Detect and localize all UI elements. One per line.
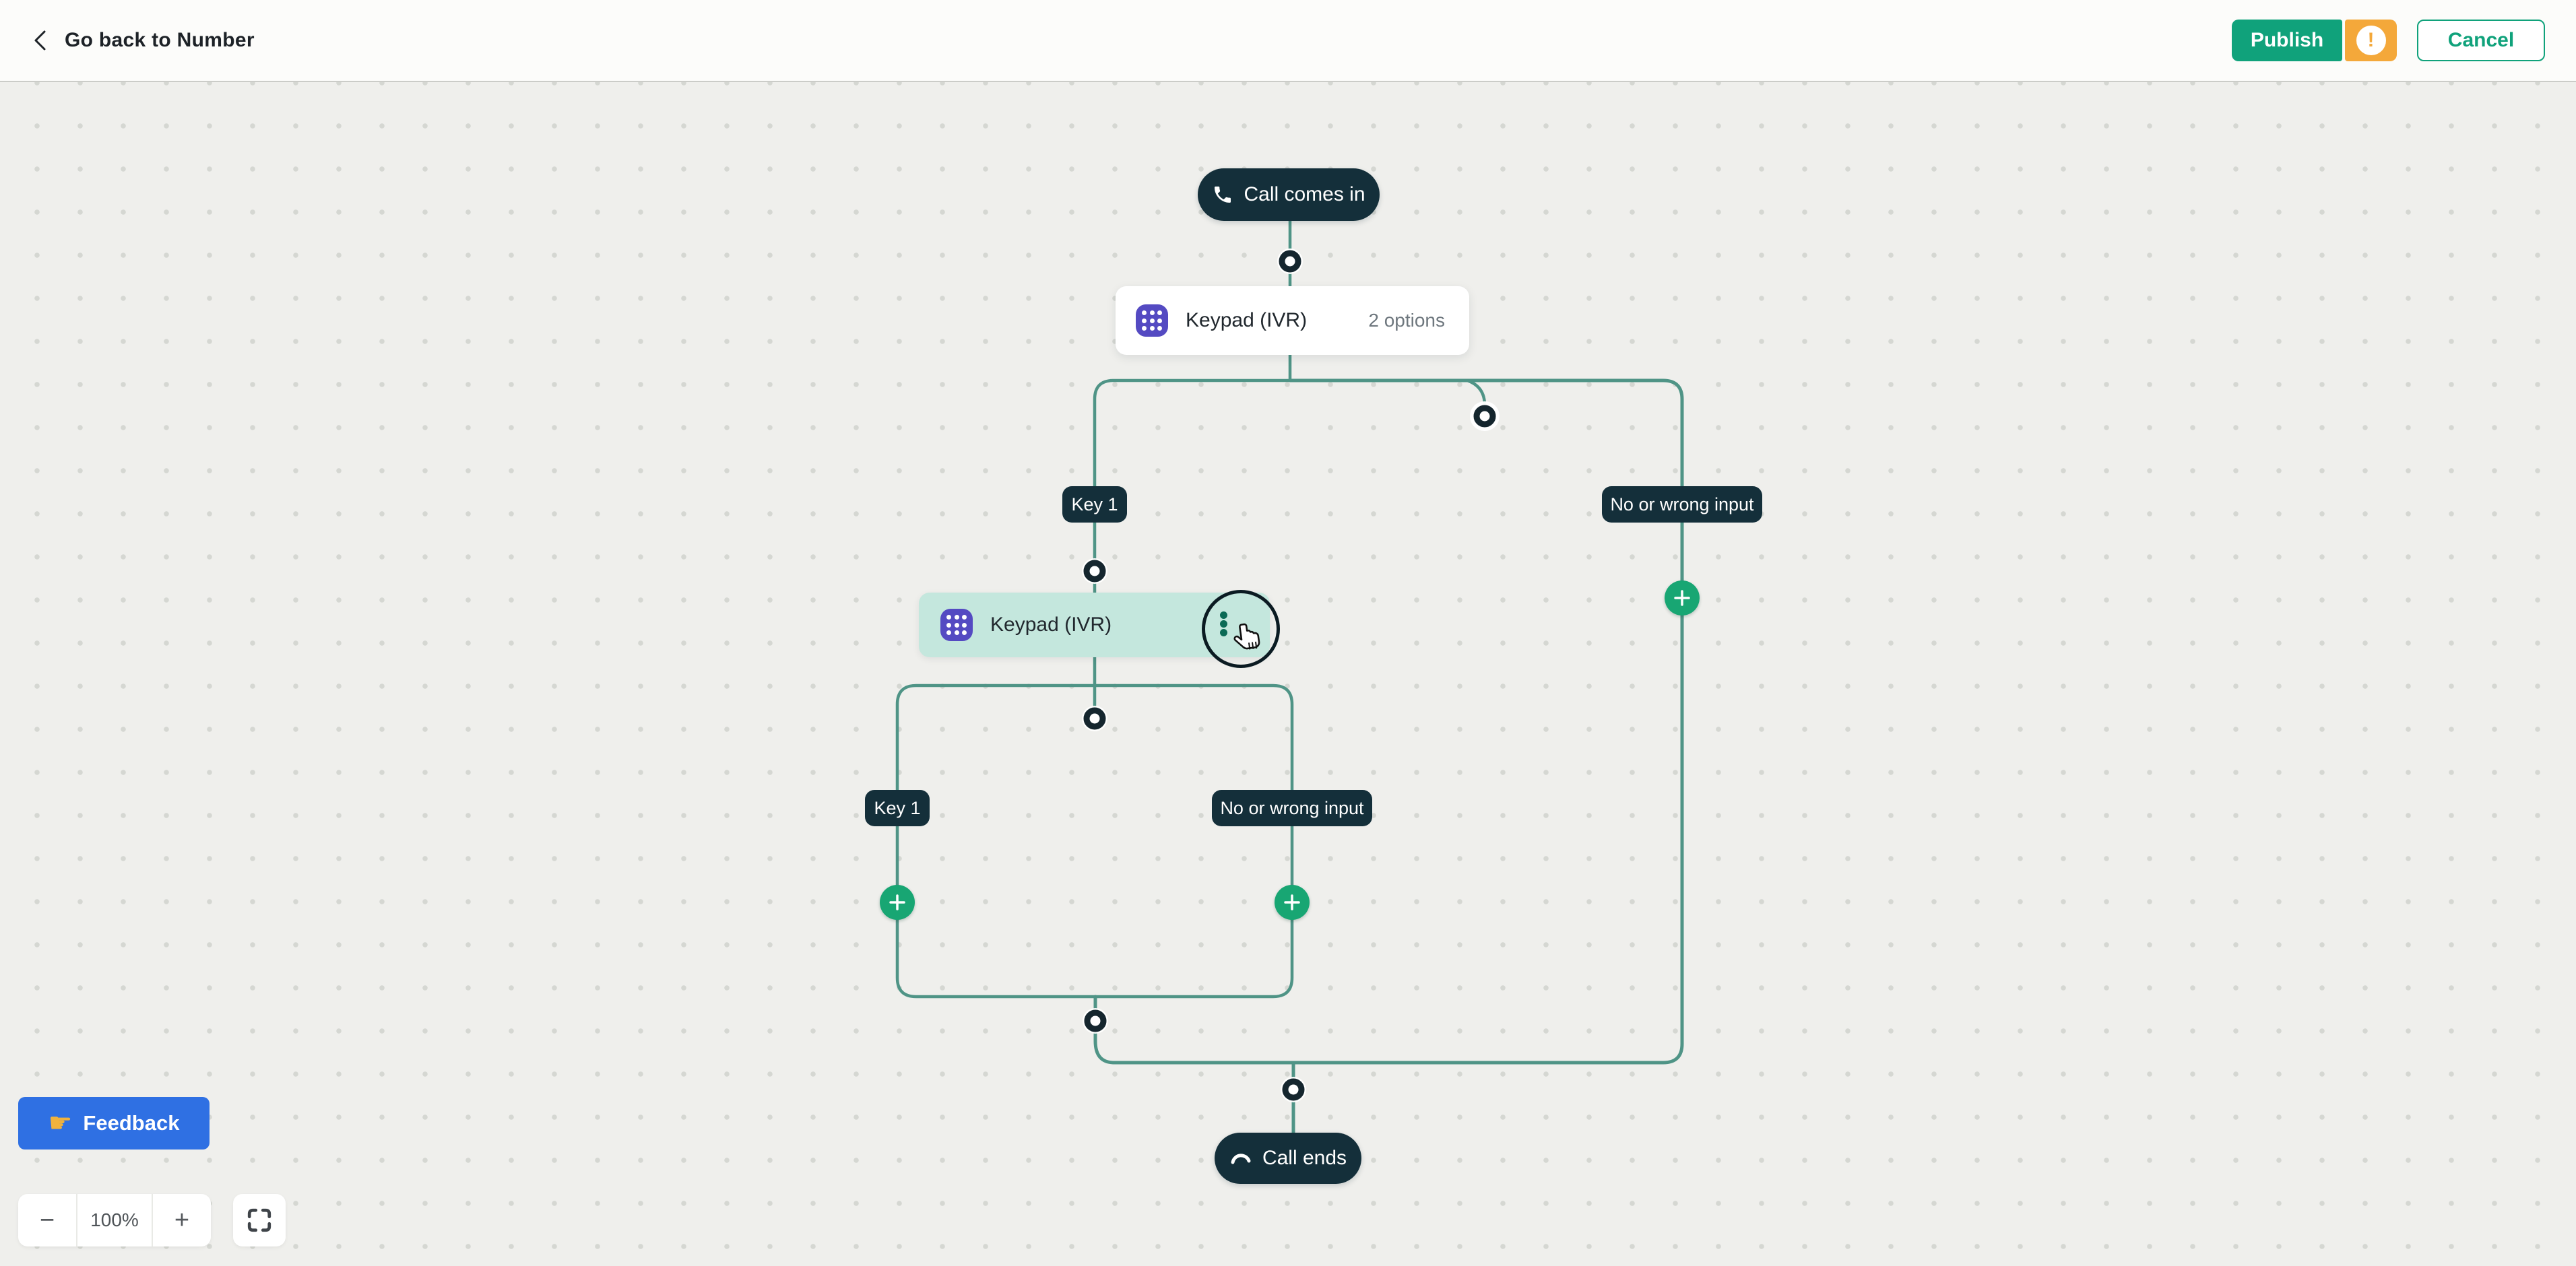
- zoom-controls: − 100% +: [18, 1194, 211, 1246]
- start-node-label: Call comes in: [1244, 183, 1365, 205]
- call-comes-in-node[interactable]: Call comes in: [1198, 168, 1380, 221]
- kebab-menu-highlight-circle[interactable]: [1202, 590, 1280, 668]
- zoom-level: 100%: [76, 1194, 153, 1246]
- zoom-in-button[interactable]: +: [153, 1194, 211, 1246]
- cancel-button[interactable]: Cancel: [2417, 20, 2545, 61]
- connector-dot[interactable]: [1083, 1008, 1108, 1034]
- header-actions: Publish ! Cancel: [2232, 20, 2545, 61]
- wire-branch1-fallback-loop: [1093, 378, 1684, 1065]
- warning-icon: !: [2356, 26, 2386, 55]
- phone-icon: [1215, 187, 1231, 203]
- node-title: Keypad (IVR): [1186, 309, 1308, 331]
- add-step-button[interactable]: [880, 885, 915, 920]
- keypad-icon: [1136, 304, 1168, 337]
- node-title: Keypad (IVR): [990, 613, 1112, 636]
- back-chevron-icon: [34, 30, 46, 51]
- feedback-button[interactable]: ☛ Feedback: [18, 1097, 210, 1150]
- plus-icon: [1674, 590, 1690, 606]
- warning-button[interactable]: !: [2345, 20, 2397, 61]
- connector-dot[interactable]: [1277, 248, 1303, 274]
- connector-dot[interactable]: [1281, 1077, 1306, 1102]
- connector-dots: [1082, 248, 1500, 1102]
- end-node-label: Call ends: [1262, 1147, 1347, 1169]
- branch-label-key1[interactable]: Key 1: [1062, 486, 1127, 523]
- plus-icon: [1284, 894, 1300, 910]
- call-ends-node[interactable]: Call ends: [1215, 1133, 1361, 1184]
- call-end-icon: [1231, 1154, 1251, 1164]
- wire-branch2-box: [895, 684, 1294, 999]
- minus-icon: −: [39, 1205, 55, 1234]
- keypad-ivr-node-1[interactable]: Keypad (IVR) 2 options: [1116, 286, 1469, 355]
- node-options-count: 2 options: [1368, 310, 1445, 331]
- branch-label-no-or-wrong-input[interactable]: No or wrong input: [1602, 486, 1762, 523]
- zoom-out-button[interactable]: −: [18, 1194, 76, 1246]
- publish-button[interactable]: Publish: [2232, 20, 2342, 61]
- connector-dot[interactable]: [1082, 558, 1107, 584]
- fullscreen-button[interactable]: [233, 1194, 286, 1246]
- keypad-icon: [940, 609, 973, 641]
- branch-label-no-or-wrong-input[interactable]: No or wrong input: [1212, 790, 1372, 826]
- fullscreen-icon: [247, 1208, 271, 1232]
- back-label: Go back to Number: [65, 29, 255, 51]
- connector-dot[interactable]: [1470, 401, 1500, 431]
- top-bar: Go back to Number Publish ! Cancel: [0, 0, 2576, 82]
- connector-dot[interactable]: [1082, 706, 1107, 731]
- wire-branch1-key: [1093, 378, 1292, 595]
- go-back-button[interactable]: Go back to Number: [31, 29, 255, 52]
- add-step-button[interactable]: [1665, 580, 1700, 615]
- pointing-hand-icon: ☛: [48, 1108, 73, 1139]
- branch-label-key1[interactable]: Key 1: [865, 790, 930, 826]
- plus-icon: +: [174, 1205, 190, 1234]
- plus-icon: [889, 894, 905, 910]
- add-step-button[interactable]: [1275, 885, 1310, 920]
